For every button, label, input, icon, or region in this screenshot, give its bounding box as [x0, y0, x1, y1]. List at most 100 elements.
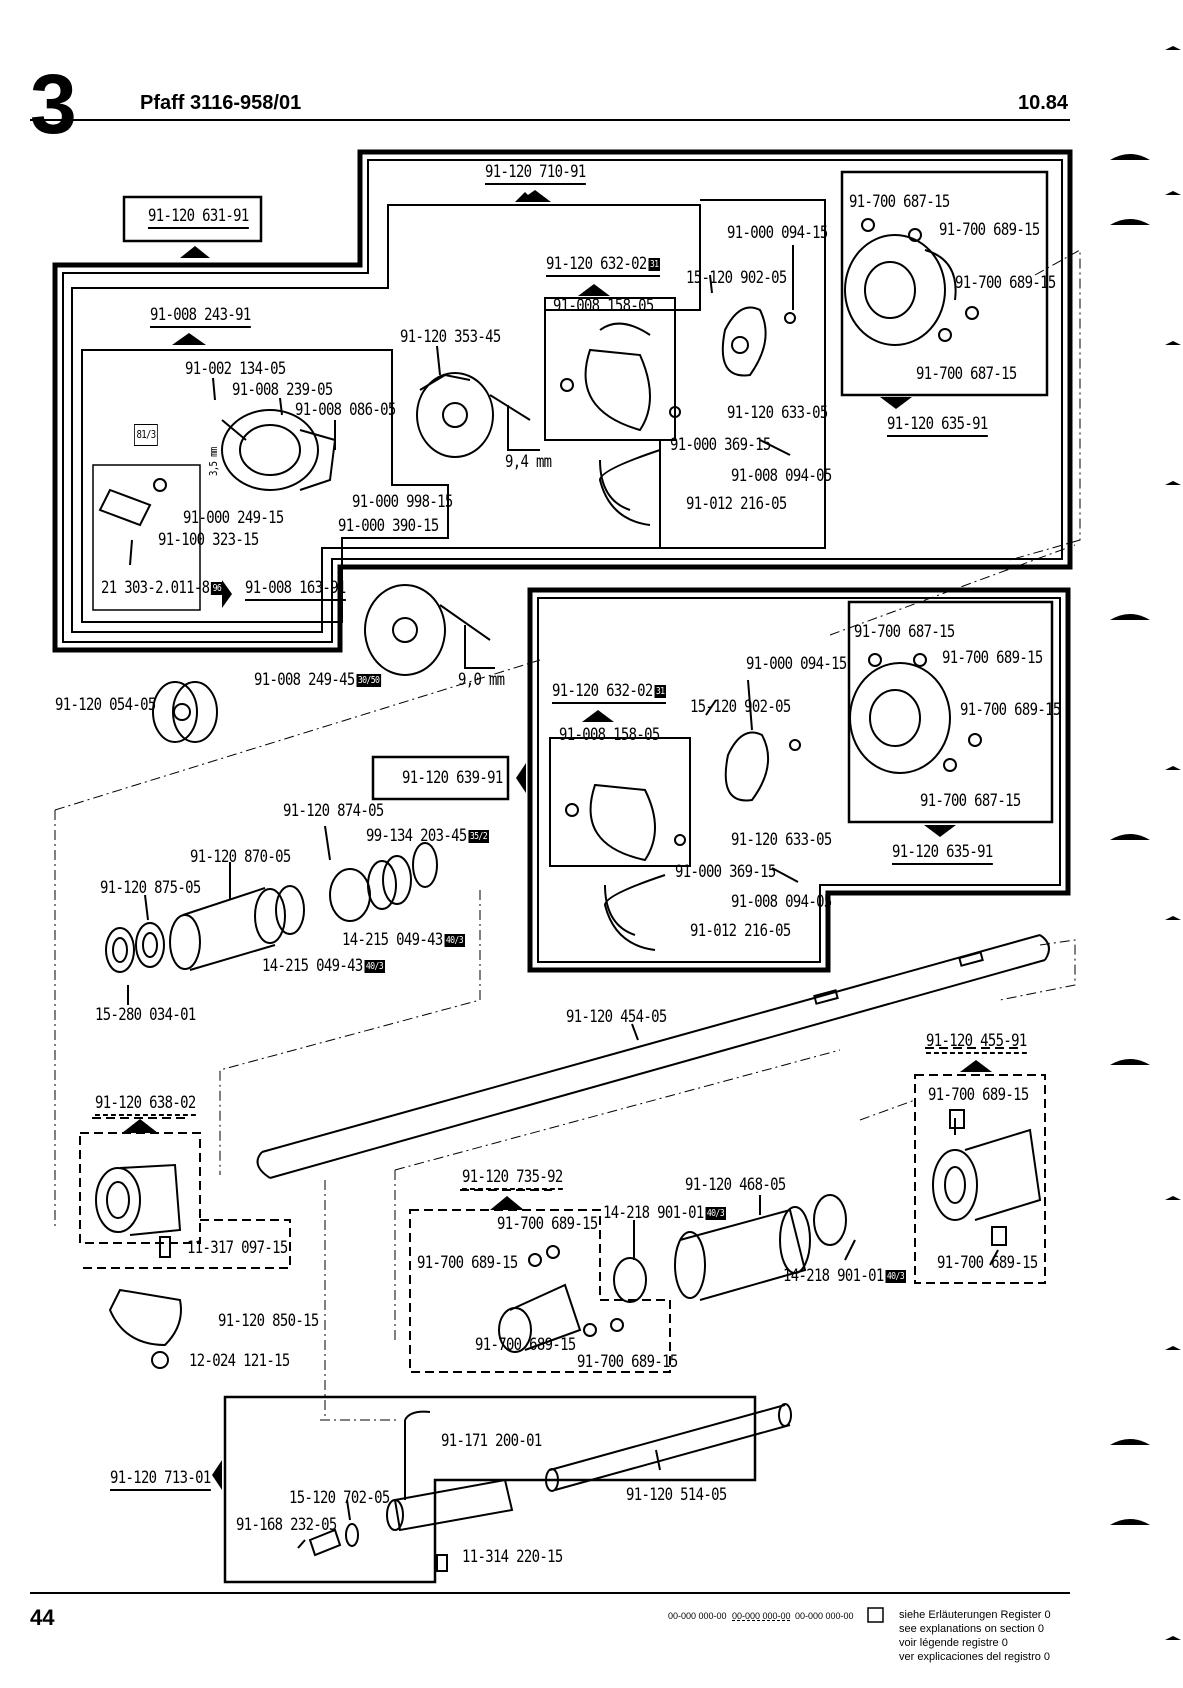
part-label: 91-700 689-15 — [577, 1352, 678, 1372]
part-label: 91-700 687-15 — [854, 622, 955, 642]
upper-frame-inner — [62, 159, 1063, 643]
legend-line-fr: voir légende registre 0 — [899, 1637, 1008, 1649]
part-label: 91-008 094-05 — [731, 892, 832, 912]
part-label: 91-008 086-05 — [295, 400, 396, 420]
part-label: 9,4 mm — [505, 452, 552, 472]
part-label: 91-120 874-05 — [283, 801, 384, 821]
box-635-91-lower — [847, 600, 1054, 824]
part-label: 91-700 687-15 — [849, 192, 950, 212]
part-label: 91-120 514-05 — [626, 1485, 727, 1505]
part-label: 91-000 369-15 — [675, 862, 776, 882]
part-label: 12-024 121-15 — [189, 1351, 290, 1371]
model-title: Pfaff 3116-958/01 — [140, 92, 302, 114]
part-label: 91-700 689-15 — [937, 1253, 1038, 1273]
code-sample-solid: 00-000 000-00 — [668, 1611, 727, 1621]
part-label: 91-120 638-02 — [95, 1093, 196, 1116]
part-label: 91-120 054-05 — [55, 695, 156, 715]
part-label: 9,0 mm — [458, 670, 505, 690]
part-label: 91-120 710-91 — [485, 162, 586, 185]
part-label: 11-317 097-15 — [187, 1238, 288, 1258]
part-label: 91-120 713-01 — [110, 1468, 211, 1491]
box-158-05-upper — [544, 297, 676, 441]
part-label: 91-008 239-05 — [232, 380, 333, 400]
middle-frame-inner — [537, 597, 1061, 963]
part-label: 91-100 323-15 — [158, 530, 259, 550]
part-label: 91-700 689-15 — [928, 1085, 1029, 1105]
part-label: 15-120 902-05 — [686, 268, 787, 288]
part-label: 91-120 635-91 — [887, 414, 988, 437]
part-label: 91-700 687-15 — [920, 791, 1021, 811]
part-label: 91-000 094-15 — [727, 223, 828, 243]
box-631-91 — [122, 195, 263, 243]
part-label: 91-120 455-91 — [926, 1031, 1027, 1054]
part-label: 3,5 mm — [207, 447, 220, 476]
part-label: 91-008 158-05 — [553, 296, 654, 316]
part-label: 91-012 216-05 — [686, 494, 787, 514]
part-label: 15-120 902-05 — [690, 697, 791, 717]
part-label: 91-008 158-05 — [559, 725, 660, 745]
middle-frame-outer — [527, 587, 1071, 973]
legend-line-es: ver explicaciones del registro 0 — [899, 1651, 1051, 1663]
part-label: 91-120 353-45 — [400, 327, 501, 347]
page-number: 44 — [30, 1605, 55, 1630]
part-label: 91-700 689-15 — [475, 1335, 576, 1355]
box-158-05-lower — [549, 737, 691, 867]
part-label: 91-008 094-05 — [731, 466, 832, 486]
part-label: 91-168 232-05 — [236, 1515, 337, 1535]
part-label: 91-700 687-15 — [916, 364, 1017, 384]
code-sample-dashed: 00-000 000-00 — [732, 1611, 791, 1621]
frame-level-3 — [81, 349, 449, 623]
frame-bobbin-inset — [92, 464, 201, 611]
part-label: 91-120 631-91 — [148, 206, 249, 229]
part-label: 91-171 200-01 — [441, 1431, 542, 1451]
part-label: 91-120 870-05 — [190, 847, 291, 867]
revision-date: 10.84 — [1018, 92, 1069, 114]
part-label: 91-700 689-15 — [955, 273, 1056, 293]
legend-line-en: see explanations on section 0 — [899, 1623, 1044, 1635]
part-label: 91-700 689-15 — [960, 700, 1061, 720]
part-label: 91-700 689-15 — [939, 220, 1040, 240]
part-label: 15-280 034-01 — [95, 1005, 196, 1025]
bottom-frame — [223, 1395, 757, 1584]
part-label: 91-120 639-91 — [402, 768, 503, 788]
part-label: 91-000 390-15 — [338, 516, 439, 536]
part-label: 91-002 134-05 — [185, 359, 286, 379]
frame-hook-right — [660, 199, 826, 549]
part-label: 91-000 249-15 — [183, 508, 284, 528]
part-label: 91-120 468-05 — [685, 1175, 786, 1195]
part-label: 91-000 998-15 — [352, 492, 453, 512]
part-label: 91-000 369-15 — [670, 435, 771, 455]
box-635-91-upper — [840, 170, 1049, 397]
part-label: 91-012 216-05 — [690, 921, 791, 941]
part-label: 91-120 735-92 — [462, 1167, 563, 1190]
part-label: 91-700 689-15 — [417, 1253, 518, 1273]
code-sample-plain: 00-000 000-00 — [795, 1611, 854, 1621]
section-number: 3 — [30, 57, 77, 151]
part-label: 91-700 689-15 — [497, 1214, 598, 1234]
part-label: 91-120 875-05 — [100, 878, 201, 898]
box-639-91 — [371, 755, 510, 801]
part-label: 91-120 454-05 — [566, 1007, 667, 1027]
part-label: 91-120 633-05 — [731, 830, 832, 850]
part-label: 91-008 243-91 — [150, 305, 251, 328]
part-label: 91-700 689-15 — [942, 648, 1043, 668]
part-label: 91-008 163-91 — [245, 578, 346, 601]
part-label: 11-314 220-15 — [462, 1547, 563, 1567]
part-label: 91-120 635-91 — [892, 842, 993, 865]
part-label: 81/3 — [134, 424, 159, 446]
part-label: 91-120 850-15 — [218, 1311, 319, 1331]
part-label: 91-120 633-05 — [727, 403, 828, 423]
part-label: 91-000 094-15 — [746, 654, 847, 674]
legend-line-de: siehe Erläuterungen Register 0 — [899, 1609, 1051, 1621]
